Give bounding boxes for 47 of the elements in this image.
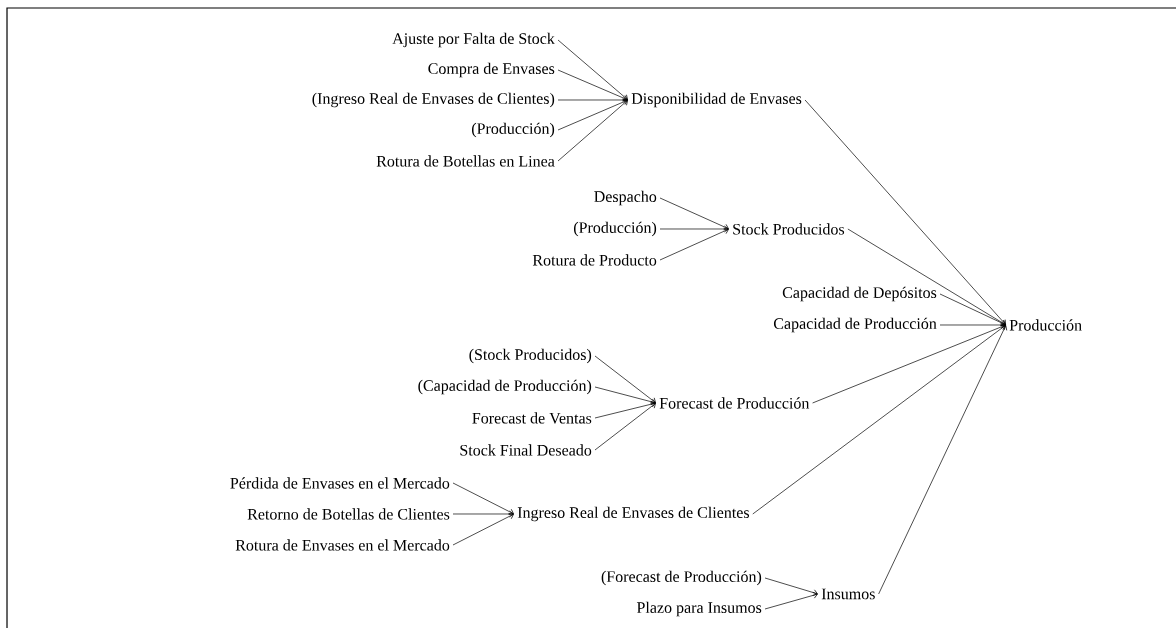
variable-label: (Forecast de Producción): [601, 570, 762, 586]
variable-label: Compra de Envases: [428, 62, 555, 78]
variable-label: Stock Final Deseado: [460, 444, 592, 456]
arrow: [659, 197, 729, 231]
arrow: [557, 98, 628, 131]
variable-label: Forecast de Producción: [659, 397, 810, 409]
arrow: [594, 400, 656, 419]
variable-label: Disponibilidad de Envases: [631, 92, 802, 108]
arrow: [804, 99, 1006, 325]
arrow: [594, 355, 656, 403]
variable-label: Retorno de Botellas de Clientes: [247, 508, 450, 520]
variable-label: (Stock Producidos): [469, 348, 592, 364]
variable-label: Capacidad de Producción: [773, 317, 937, 333]
arrow: [812, 323, 1006, 404]
variable-label: Ajuste por Falta de Stock: [392, 32, 555, 48]
variable-label: Rotura de Botellas en Linea: [376, 155, 555, 167]
variable-label: (Producción): [574, 221, 657, 237]
variable-label: Plazo para Insumos: [636, 601, 762, 617]
variable-label: Insumos: [821, 588, 875, 600]
variable-label: Stock Producidos: [733, 223, 845, 235]
variable-label: Despacho: [594, 190, 657, 206]
variable-label: (Capacidad de Producción): [418, 379, 592, 395]
arrow: [752, 324, 1006, 515]
arrow: [452, 482, 514, 515]
variable-label: Capacidad de Depósitos: [782, 286, 937, 302]
variable-label: Pérdida de Envases en el Mercado: [230, 477, 450, 489]
variable-label: Rotura de Envases en el Mercado: [235, 539, 450, 551]
arrow: [764, 577, 818, 596]
variable-label: Producción: [1009, 319, 1082, 331]
arrow: [878, 325, 1008, 595]
arrow: [452, 510, 514, 518]
variable-label: (Producción): [472, 122, 555, 138]
variable-label: Forecast de Ventas: [472, 412, 592, 424]
variable-label: Ingreso Real de Envases de Clientes: [517, 506, 749, 522]
arrow: [452, 513, 514, 546]
arrow: [557, 96, 628, 104]
variable-label: (Ingreso Real de Envases de Clientes): [312, 92, 555, 108]
arrow: [939, 293, 1006, 327]
arrow: [557, 100, 628, 162]
arrow: [659, 227, 729, 261]
arrow: [939, 321, 1006, 329]
arrow: [594, 403, 656, 451]
arrow: [659, 225, 729, 233]
arrow: [557, 69, 628, 102]
arrow: [764, 592, 818, 610]
variable-label: Rotura de Producto: [532, 254, 657, 266]
arrow: [557, 39, 628, 100]
